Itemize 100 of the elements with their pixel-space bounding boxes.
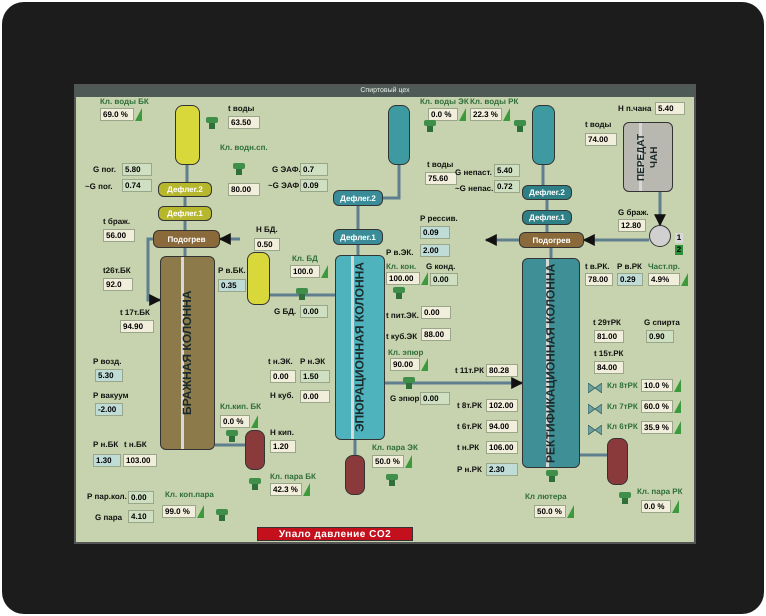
tag-label: Р вакуум xyxy=(93,391,129,401)
tag-label: Р рессив. xyxy=(420,214,458,224)
value-readout: 94.90 xyxy=(120,320,154,333)
tag-label: t 15т.РК xyxy=(594,349,624,359)
tag-label: Р возд. xyxy=(93,357,122,367)
tag-label: Р в.БК. xyxy=(218,266,246,276)
value-readout: 12.80 xyxy=(618,219,646,232)
value-readout: 99.0 % xyxy=(162,505,196,518)
value-readout: 0.7 xyxy=(300,163,328,176)
value-readout: 102.00 xyxy=(486,399,518,412)
value-readout: 50.0 % xyxy=(372,455,404,468)
value-readout: 106.00 xyxy=(486,441,518,454)
valve-label: Кл лютера xyxy=(525,492,567,502)
pipe-connector xyxy=(582,234,649,246)
pipe-connector xyxy=(546,225,548,232)
value-readout: 0.74 xyxy=(122,179,152,192)
tag-label: G пара xyxy=(95,513,122,523)
value-readout: 4.10 xyxy=(128,510,154,523)
tag-label: G БД. xyxy=(274,307,296,317)
pipe-connector xyxy=(580,454,607,456)
value-readout: 90.00 xyxy=(390,358,420,371)
value-readout: 1.20 xyxy=(270,440,296,453)
value-readout: 0.09 xyxy=(300,179,328,192)
value-readout: 80.00 xyxy=(228,183,260,196)
value-readout: 0.00 xyxy=(300,305,328,318)
tag-label: t 17т.БК xyxy=(120,308,150,318)
pipe-connector xyxy=(484,234,519,246)
tag-label: t воды xyxy=(585,120,612,130)
value-readout: 60.0 % xyxy=(641,400,673,413)
valve-label: Кл. коп.пара xyxy=(165,490,214,500)
reboiler xyxy=(245,430,265,470)
value-readout: 42.3 % xyxy=(270,483,302,496)
tank xyxy=(247,252,270,305)
pipe-connector xyxy=(184,221,186,230)
tag-label: G ЭАФ. xyxy=(272,165,301,175)
value-readout: 74.00 xyxy=(585,133,617,146)
tag-label: t 6т.РК xyxy=(457,422,482,432)
valve-label: Кл 7тРК xyxy=(607,402,638,412)
pipe-connector xyxy=(218,233,240,245)
tag-label: t воды xyxy=(228,104,254,114)
value-readout: 1.50 xyxy=(300,370,330,383)
value-readout: 35.9 % xyxy=(641,421,673,434)
value-readout: 0.00 xyxy=(430,273,458,286)
tag-label: t 11т.РК xyxy=(455,366,484,376)
value-readout: 4.9% xyxy=(648,273,680,286)
value-readout: 56.00 xyxy=(103,229,135,242)
valve-label: Кл. воды РК xyxy=(470,97,518,107)
value-readout: 5.80 xyxy=(122,163,152,176)
tag-label: t н.РК xyxy=(457,443,480,453)
value-readout: 92.0 xyxy=(103,278,133,291)
value-readout: 75.60 xyxy=(425,172,457,185)
condenser xyxy=(532,105,555,165)
tag-label: ~G непас. xyxy=(455,184,494,194)
distillation-column: ЭПЮРАЦИОННАЯ КОЛОННА xyxy=(335,255,385,440)
valve-label: Кл 6тРК xyxy=(607,422,638,432)
tag-label: t воды xyxy=(427,160,454,170)
pipe-connector xyxy=(146,238,162,306)
value-readout: 81.00 xyxy=(594,330,624,343)
tag-label: G браж. xyxy=(618,208,649,218)
value-readout: 0.00 xyxy=(270,370,296,383)
tag-label: Н куб. xyxy=(270,391,294,401)
tag-label: G конд. xyxy=(426,262,456,272)
value-readout: 1.30 xyxy=(93,454,121,467)
heat-exchanger: Дефлег.2 xyxy=(522,185,572,200)
tag-label: G пог. xyxy=(93,165,116,175)
pipe-connector xyxy=(546,200,548,210)
pipe-connector xyxy=(356,206,360,229)
pipe-connector xyxy=(215,444,245,446)
value-readout: 5.30 xyxy=(95,369,123,382)
valve-label: Кл. БД xyxy=(292,254,318,264)
value-readout: 22.3 % xyxy=(470,108,502,121)
tag-label: t н.БК xyxy=(124,440,147,450)
value-readout: 78.00 xyxy=(585,273,613,286)
tag-label: Р в.ЭК. xyxy=(386,248,414,258)
tag-label: G непаст. xyxy=(455,168,492,178)
value-readout: 0.90 xyxy=(646,330,674,343)
value-readout: 5.40 xyxy=(494,164,520,177)
tag-label: G спирта xyxy=(644,318,680,328)
heat-exchanger: Дефлег.1 xyxy=(333,229,383,245)
storage-tank: ПЕРЕДАТ ЧАН xyxy=(623,122,673,192)
condenser xyxy=(175,105,200,165)
value-readout: 0.00 xyxy=(420,392,450,405)
distillation-column: БРАЖНАЯ КОЛОННА xyxy=(160,256,215,450)
valve-label: Кл. водн.сп. xyxy=(220,143,268,153)
value-readout: 0.72 xyxy=(494,180,520,193)
heater: Подогрев xyxy=(519,232,584,248)
pipe-connector xyxy=(385,377,524,389)
value-readout: 80.28 xyxy=(486,364,518,377)
value-readout: 2.30 xyxy=(486,463,518,476)
value-readout: 94.00 xyxy=(486,420,518,433)
value-readout: 0.00 xyxy=(300,390,330,403)
valve-label: Кл. эпюр xyxy=(388,348,424,358)
pump-number: 2 xyxy=(675,245,683,255)
tag-label: t 8т.РК xyxy=(457,401,482,411)
pipe-connector xyxy=(184,197,186,206)
pipe-connector xyxy=(654,192,666,226)
value-readout: 0.0 % xyxy=(220,415,250,428)
value-readout: 0.29 xyxy=(617,273,643,286)
valve-label: Кл. кон. xyxy=(386,262,416,272)
pipe-connector xyxy=(184,248,186,256)
